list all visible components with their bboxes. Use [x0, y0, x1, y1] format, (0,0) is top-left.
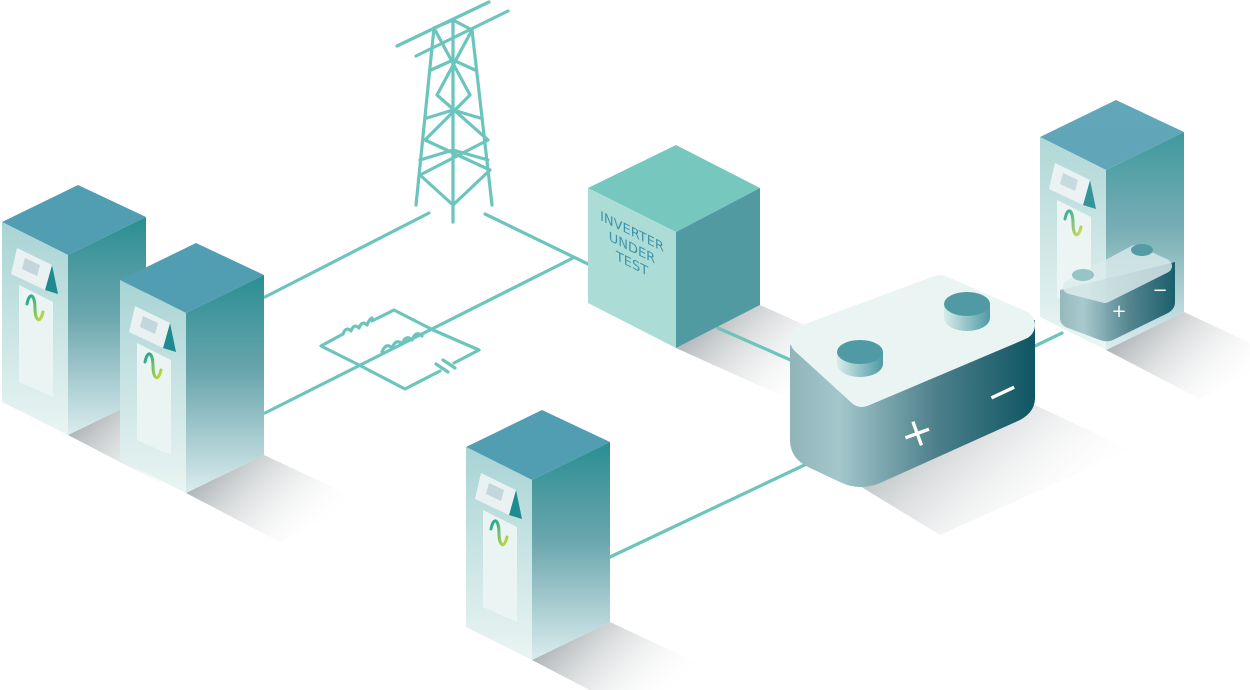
sine-wave-icon	[143, 352, 163, 380]
cabinet-top-face	[466, 410, 610, 480]
cabinet-side-face	[532, 442, 610, 660]
battery-terminal-positive	[837, 340, 883, 377]
cabinet-top-face	[120, 243, 264, 313]
cabinet-shadow	[186, 455, 360, 542]
wire-battery-to-emulator	[1031, 331, 1064, 349]
cabinet-door-panel	[19, 285, 53, 397]
sine-wave-icon	[489, 519, 509, 547]
power-cabinet-left-front	[120, 243, 264, 493]
inverter-top-face	[588, 145, 760, 232]
battery-shadow	[850, 405, 1130, 535]
wire-grid-to-inverter	[483, 212, 590, 266]
cabinet-top-face	[2, 185, 146, 255]
rlc-impedance-network-icon	[319, 308, 481, 391]
cabinet-door-panel	[137, 343, 171, 455]
sine-wave-icon	[1063, 209, 1083, 237]
inverter-front-face	[588, 188, 676, 348]
sine-wave-icon	[25, 294, 45, 322]
battery-icon: + −	[790, 275, 1035, 487]
cabinet-door-panel	[483, 510, 517, 622]
transmission-tower-icon	[395, 0, 510, 224]
display-bracket	[163, 323, 176, 352]
resistor-coil	[341, 316, 374, 336]
display-screen-area	[486, 483, 504, 501]
cabinet-side-face	[186, 275, 264, 493]
display-bracket	[509, 490, 522, 519]
inverter-under-test: INVERTER UNDER TEST	[588, 145, 760, 348]
cabinet-shadow	[1106, 312, 1250, 399]
wire-cabinet-to-battery	[608, 458, 817, 559]
power-cabinets	[2, 100, 1184, 660]
inductor-coil	[380, 332, 424, 354]
capacitor-plates	[434, 358, 457, 374]
display-bracket	[45, 265, 58, 294]
wire-inverter-to-battery	[716, 326, 797, 364]
small-battery-icon: + −	[1060, 244, 1175, 342]
display-screen-area	[1060, 173, 1078, 191]
display-bracket	[1083, 180, 1096, 209]
battery-terminal-negative	[944, 292, 990, 331]
display-screen-area	[22, 258, 40, 276]
small-battery-plus-label: +	[1111, 301, 1126, 322]
inverter-side-face	[676, 188, 760, 348]
display-screen-area	[140, 316, 158, 334]
cabinet-shadow	[532, 622, 706, 690]
power-cabinet-center	[466, 410, 610, 660]
small-battery-minus-label: −	[1152, 280, 1167, 301]
cabinet-top-face	[1040, 100, 1184, 170]
wire-cabinet-to-grid	[263, 211, 431, 299]
